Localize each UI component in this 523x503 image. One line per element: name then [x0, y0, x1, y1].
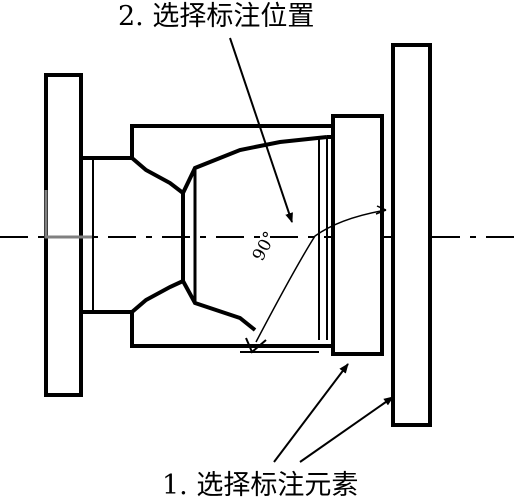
step1-leader-arrow-2	[299, 396, 394, 463]
left-flange[interactable]	[44, 73, 83, 397]
angle-value-label: 90°	[249, 228, 281, 264]
left-flange-axis-marker	[44, 190, 93, 239]
inner-cone-upper	[130, 135, 328, 197]
right-flange[interactable]	[391, 43, 432, 427]
step2-label: 2. 选择标注位置	[118, 1, 314, 32]
step1-leader-arrow-1	[273, 363, 349, 463]
angle-dimension-arc[interactable]	[255, 209, 387, 343]
arc-end-arrow	[375, 205, 387, 215]
step2-leader-arrow	[229, 37, 293, 223]
step1-label: 1. 选择标注元素	[162, 470, 358, 501]
right-shoulder[interactable]	[331, 114, 384, 356]
dimension-corner-mark	[245, 337, 267, 354]
